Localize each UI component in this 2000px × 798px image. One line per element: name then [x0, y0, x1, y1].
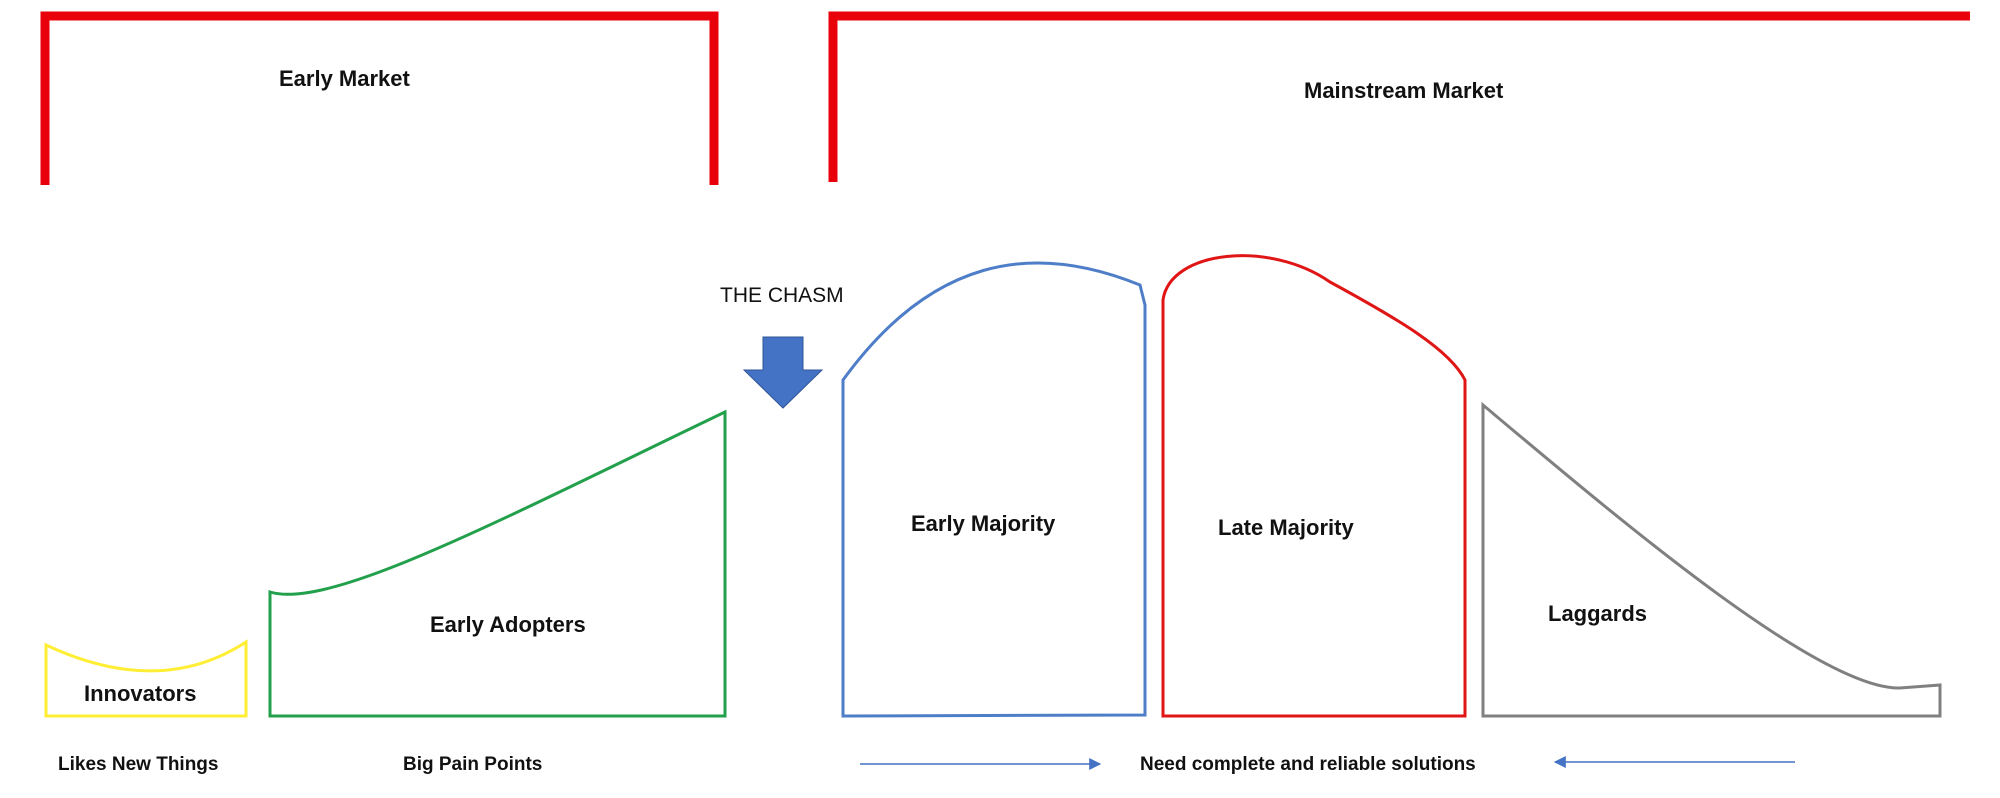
mainstream-market-label: Mainstream Market	[1304, 78, 1504, 103]
laggards-label: Laggards	[1548, 601, 1648, 626]
late-majority-label: Late Majority	[1218, 515, 1354, 540]
innovators-shape	[44, 639, 248, 718]
innovators-label: Innovators	[84, 681, 197, 706]
chasm-label: THE CHASM	[720, 284, 844, 307]
early-adopters-shape	[268, 409, 727, 718]
likes-new-things-note: Likes New Things	[58, 754, 219, 775]
early-majority-shape	[841, 261, 1147, 718]
early-majority-label: Early Majority	[911, 511, 1056, 536]
big-pain-points-note: Big Pain Points	[403, 754, 543, 775]
chasm-arrow-icon	[742, 336, 824, 409]
need-complete-solutions-note: Need complete and reliable solutions	[1140, 754, 1476, 775]
early-market-bracket	[40, 11, 719, 185]
late-majority-shape	[1161, 254, 1467, 718]
early-market-label: Early Market	[279, 66, 410, 91]
early-adopters-label: Early Adopters	[430, 612, 586, 637]
mainstream-market-bracket	[828, 11, 1970, 182]
laggards-shape	[1481, 401, 1942, 718]
